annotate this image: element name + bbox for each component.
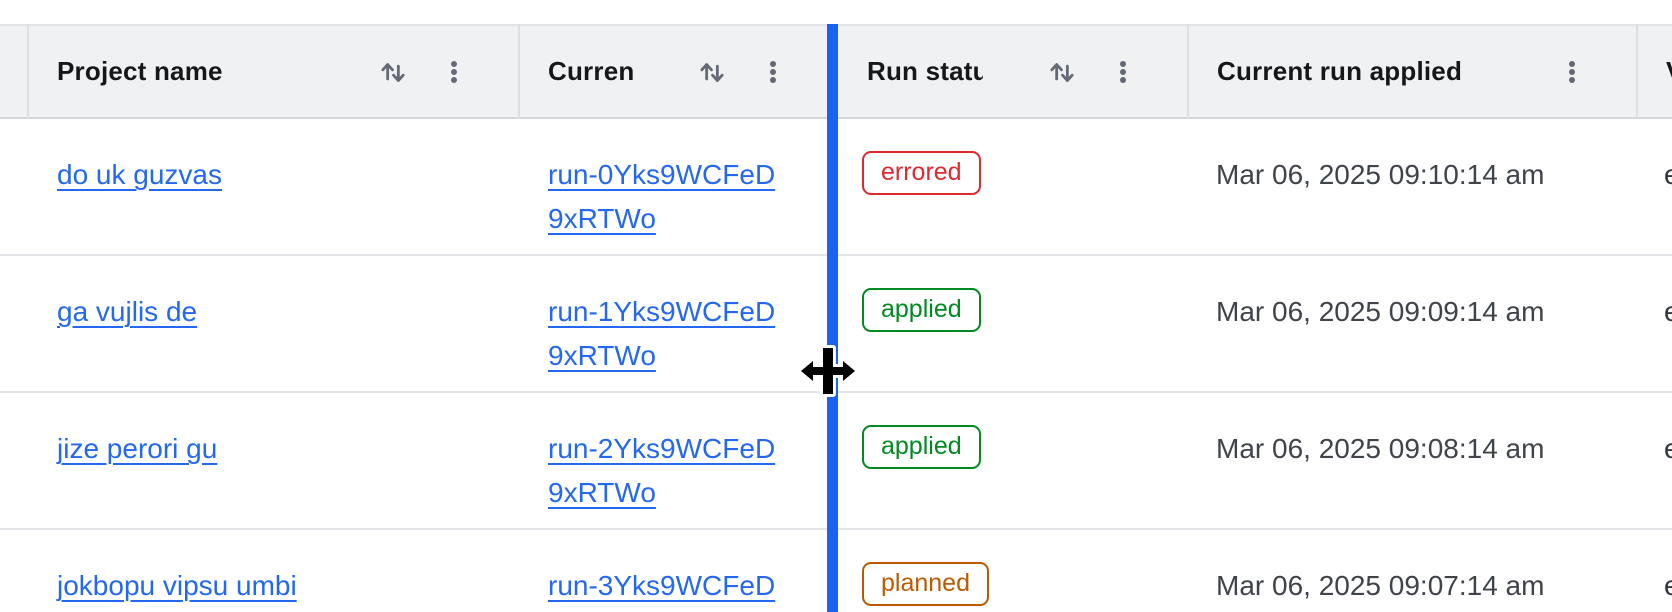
- run-status-cell: errored: [862, 149, 981, 195]
- run-link[interactable]: run-1Yks9WCFeD9xRTWo: [548, 296, 776, 371]
- column-header-run-status[interactable]: Run status: [837, 26, 1187, 117]
- project-name-cell: do uk guzvas: [57, 153, 222, 197]
- current-run-cell: run-2Yks9WCFeD9xRTWo: [548, 427, 786, 515]
- current-run-cell: run-3Yks9WCFeD9xRTWo: [548, 564, 786, 612]
- project-name-cell: ga vujlis de: [57, 290, 197, 334]
- column-label: Curren…: [548, 56, 633, 86]
- project-link[interactable]: do uk guzvas: [57, 159, 222, 190]
- column-resize-indicator[interactable]: [827, 24, 838, 612]
- truncated-cell: e: [1664, 433, 1672, 464]
- run-link[interactable]: run-2Yks9WCFeD9xRTWo: [548, 433, 776, 508]
- run-link[interactable]: run-3Yks9WCFeD9xRTWo: [548, 570, 776, 601]
- kebab-menu-icon[interactable]: [440, 58, 468, 86]
- column-header-current-run-applied[interactable]: Current run applied: [1187, 26, 1636, 117]
- status-badge: planned: [862, 561, 989, 606]
- truncated-cell: e: [1664, 570, 1672, 601]
- project-link[interactable]: ga vujlis de: [57, 296, 198, 327]
- column-label: Run status: [867, 56, 983, 86]
- run-link[interactable]: run-0Yks9WCFeD9xRTWo: [548, 159, 776, 234]
- current-run-applied-cell: Mar 06, 2025 09:08:14 am: [1216, 433, 1545, 464]
- sort-arrows-icon[interactable]: [697, 57, 727, 87]
- truncated-cell: e: [1664, 159, 1672, 190]
- current-run-cell: run-0Yks9WCFeD9xRTWo: [548, 153, 786, 241]
- project-link[interactable]: jokbopu vipsu umbi: [57, 570, 297, 601]
- truncated-cell: e: [1664, 296, 1672, 327]
- status-badge: applied: [862, 424, 981, 469]
- sort-arrows-icon[interactable]: [1047, 57, 1077, 87]
- project-link[interactable]: jize perori gu: [57, 433, 218, 464]
- column-label: Project name: [57, 56, 223, 86]
- status-badge: applied: [862, 287, 981, 332]
- status-badge: errored: [862, 150, 981, 195]
- current-run-applied-cell: Mar 06, 2025 09:09:14 am: [1216, 296, 1545, 327]
- current-run-applied-cell: Mar 06, 2025 09:10:14 am: [1216, 159, 1545, 190]
- column-header-project-name[interactable]: Project name: [27, 26, 518, 117]
- kebab-menu-icon[interactable]: [1558, 58, 1586, 86]
- current-run-applied-cell: Mar 06, 2025 09:07:14 am: [1216, 570, 1545, 601]
- run-status-cell: applied: [862, 286, 981, 332]
- column-label: Current run applied: [1217, 56, 1463, 86]
- column-header-current-run[interactable]: Curren…: [518, 26, 837, 117]
- sort-arrows-icon[interactable]: [378, 57, 408, 87]
- project-name-cell: jize perori gu: [57, 427, 217, 471]
- kebab-menu-icon[interactable]: [759, 58, 787, 86]
- run-status-cell: applied: [862, 423, 981, 469]
- run-status-cell: planned: [862, 560, 989, 606]
- project-name-cell: jokbopu vipsu umbi: [57, 564, 297, 608]
- kebab-menu-icon[interactable]: [1109, 58, 1137, 86]
- column-label: V: [1666, 56, 1672, 87]
- current-run-cell: run-1Yks9WCFeD9xRTWo: [548, 290, 786, 378]
- column-header-truncated[interactable]: V: [1636, 26, 1672, 117]
